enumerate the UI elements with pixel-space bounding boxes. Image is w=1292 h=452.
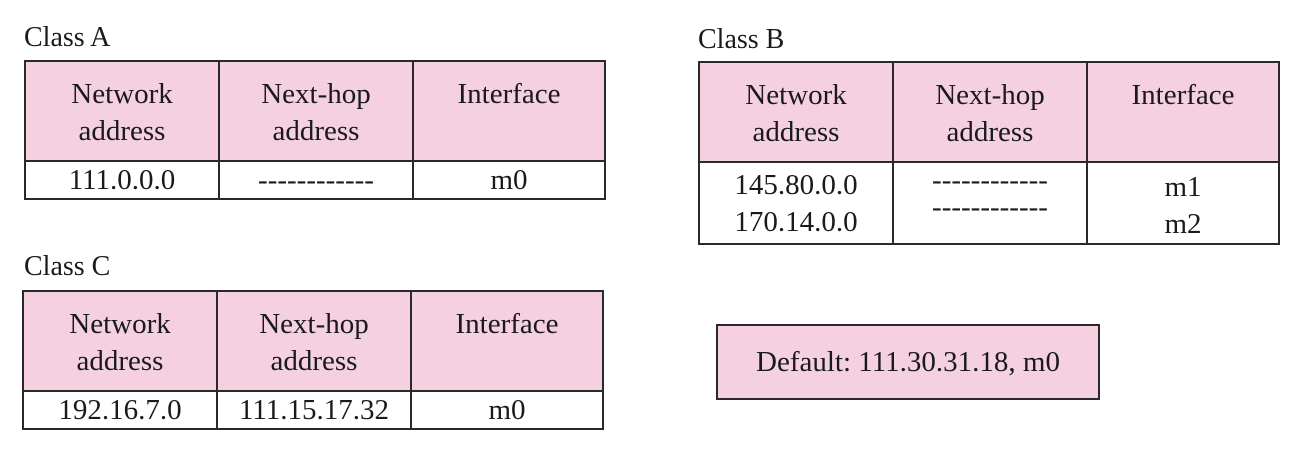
class-b-routing-table: Network address Next-hop address Interfa… [698,61,1280,245]
next-hop-value: ------------ [932,164,1048,196]
network-address-value: 170.14.0.0 [734,206,858,238]
network-address-header: Network address [24,60,220,162]
class-c-title: Class C [24,251,111,282]
default-route-box: Default: 111.30.31.18, m0 [716,324,1100,400]
network-address-header: Network address [698,61,894,163]
next-hop-cell: 111.15.17.32 [216,390,412,430]
next-hop-address-header: Next-hop address [218,60,414,162]
interface-cell: m0 [410,390,604,430]
next-hop-address-header: Next-hop address [892,61,1088,163]
network-address-cell: 192.16.7.0 [22,390,218,430]
next-hop-address-header: Next-hop address [216,290,412,392]
interface-cell: m0 [412,160,606,200]
table-row: 145.80.0.0 170.14.0.0 ------------ -----… [698,161,1280,245]
interface-header: Interface [1086,61,1280,163]
class-a-routing-table: Network address Next-hop address Interfa… [24,60,606,200]
interface-header: Interface [412,60,606,162]
table-row: 192.16.7.0 111.15.17.32 m0 [22,390,604,430]
next-hop-cell: ------------ [218,160,414,200]
network-address-cell: 145.80.0.0 170.14.0.0 [698,161,894,245]
network-address-cell: 111.0.0.0 [24,160,220,200]
interface-value: m2 [1164,208,1202,240]
class-a-title: Class A [24,22,111,53]
interface-header: Interface [410,290,604,392]
interface-cell: m1 m2 [1086,161,1280,245]
network-address-value: 145.80.0.0 [734,169,858,201]
interface-value: m1 [1164,171,1202,203]
next-hop-cell: ------------ ------------ [892,161,1088,245]
network-address-header: Network address [22,290,218,392]
table-row: 111.0.0.0 ------------ m0 [24,160,606,200]
class-c-routing-table: Network address Next-hop address Interfa… [22,290,604,430]
class-b-title: Class B [698,24,785,55]
next-hop-value: ------------ [932,191,1048,223]
